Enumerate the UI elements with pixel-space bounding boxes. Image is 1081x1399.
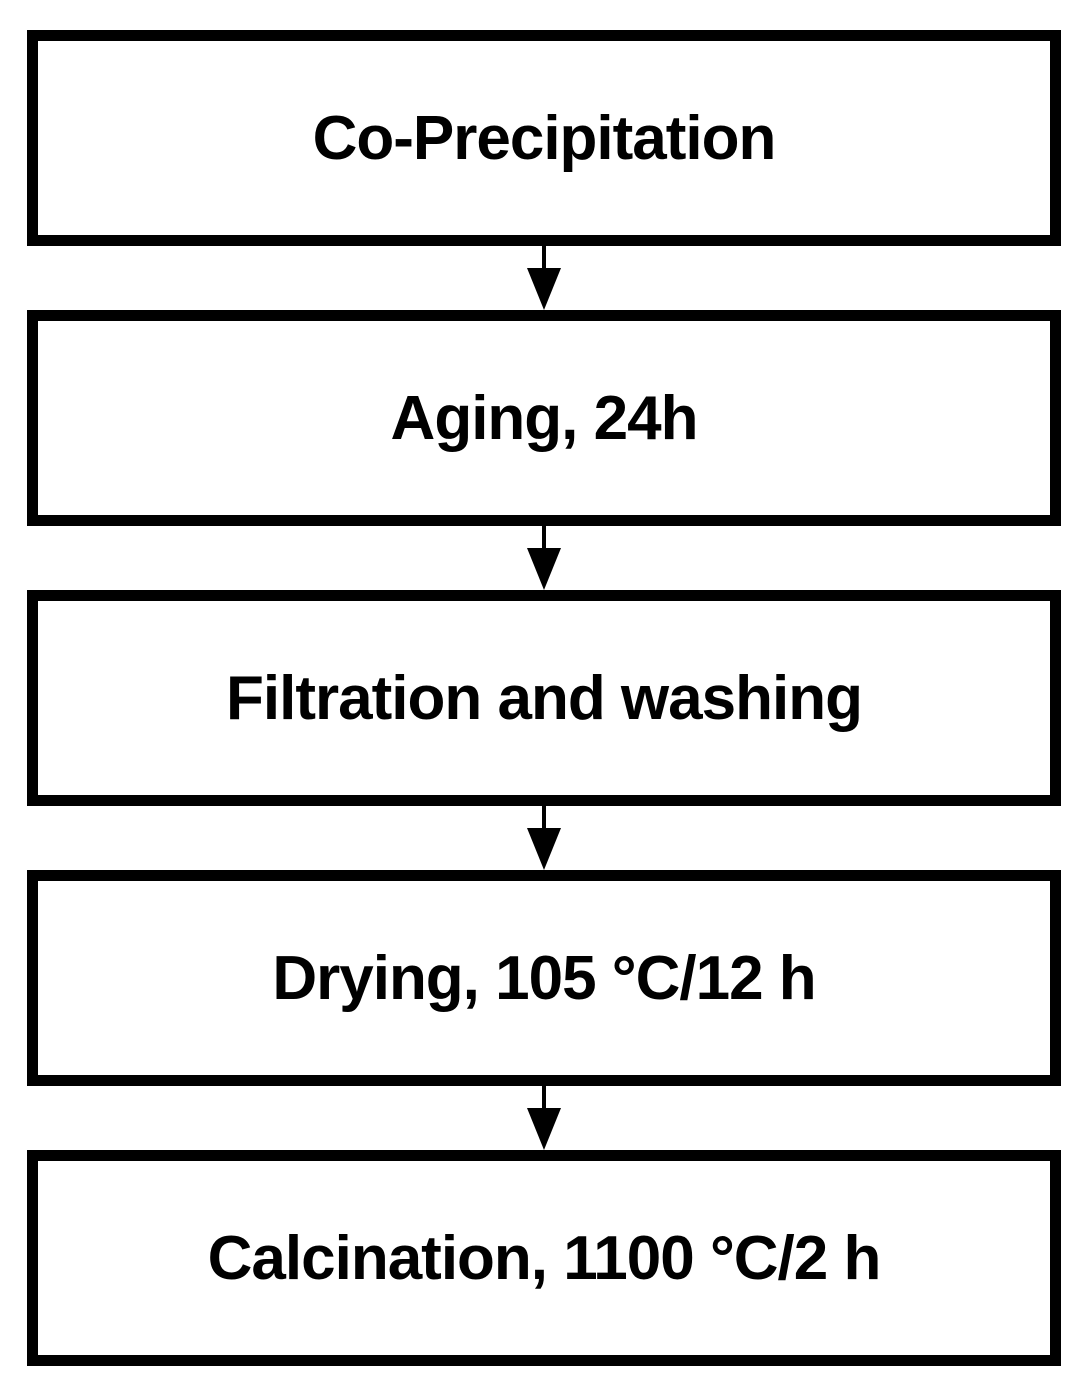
arrow-stem <box>542 806 546 828</box>
arrow-stem <box>542 246 546 268</box>
arrow-head <box>527 548 561 590</box>
flow-step-label: Calcination, 1100 °C/2 h <box>207 1223 882 1293</box>
flow-step-filtration-washing: Filtration and washing <box>27 590 1061 806</box>
flow-step-label: Aging, 24h <box>390 383 699 453</box>
arrow-stem <box>542 526 546 548</box>
down-arrow-icon <box>27 246 1061 310</box>
flow-step-drying: Drying, 105 °C/12 h <box>27 870 1061 1086</box>
flow-step-co-precipitation: Co-Precipitation <box>27 30 1061 246</box>
flow-step-calcination: Calcination, 1100 °C/2 h <box>27 1150 1061 1366</box>
arrow-head <box>527 828 561 870</box>
process-flowchart: Co-Precipitation Aging, 24h Filtration a… <box>27 30 1061 1366</box>
arrow-head <box>527 1108 561 1150</box>
down-arrow-icon <box>27 526 1061 590</box>
flow-step-label: Co-Precipitation <box>312 103 777 173</box>
flow-step-label: Filtration and washing <box>226 663 863 733</box>
arrow-head <box>527 268 561 310</box>
down-arrow-icon <box>27 1086 1061 1150</box>
down-arrow-icon <box>27 806 1061 870</box>
arrow-stem <box>542 1086 546 1108</box>
flow-step-aging: Aging, 24h <box>27 310 1061 526</box>
flow-step-label: Drying, 105 °C/12 h <box>272 943 816 1013</box>
